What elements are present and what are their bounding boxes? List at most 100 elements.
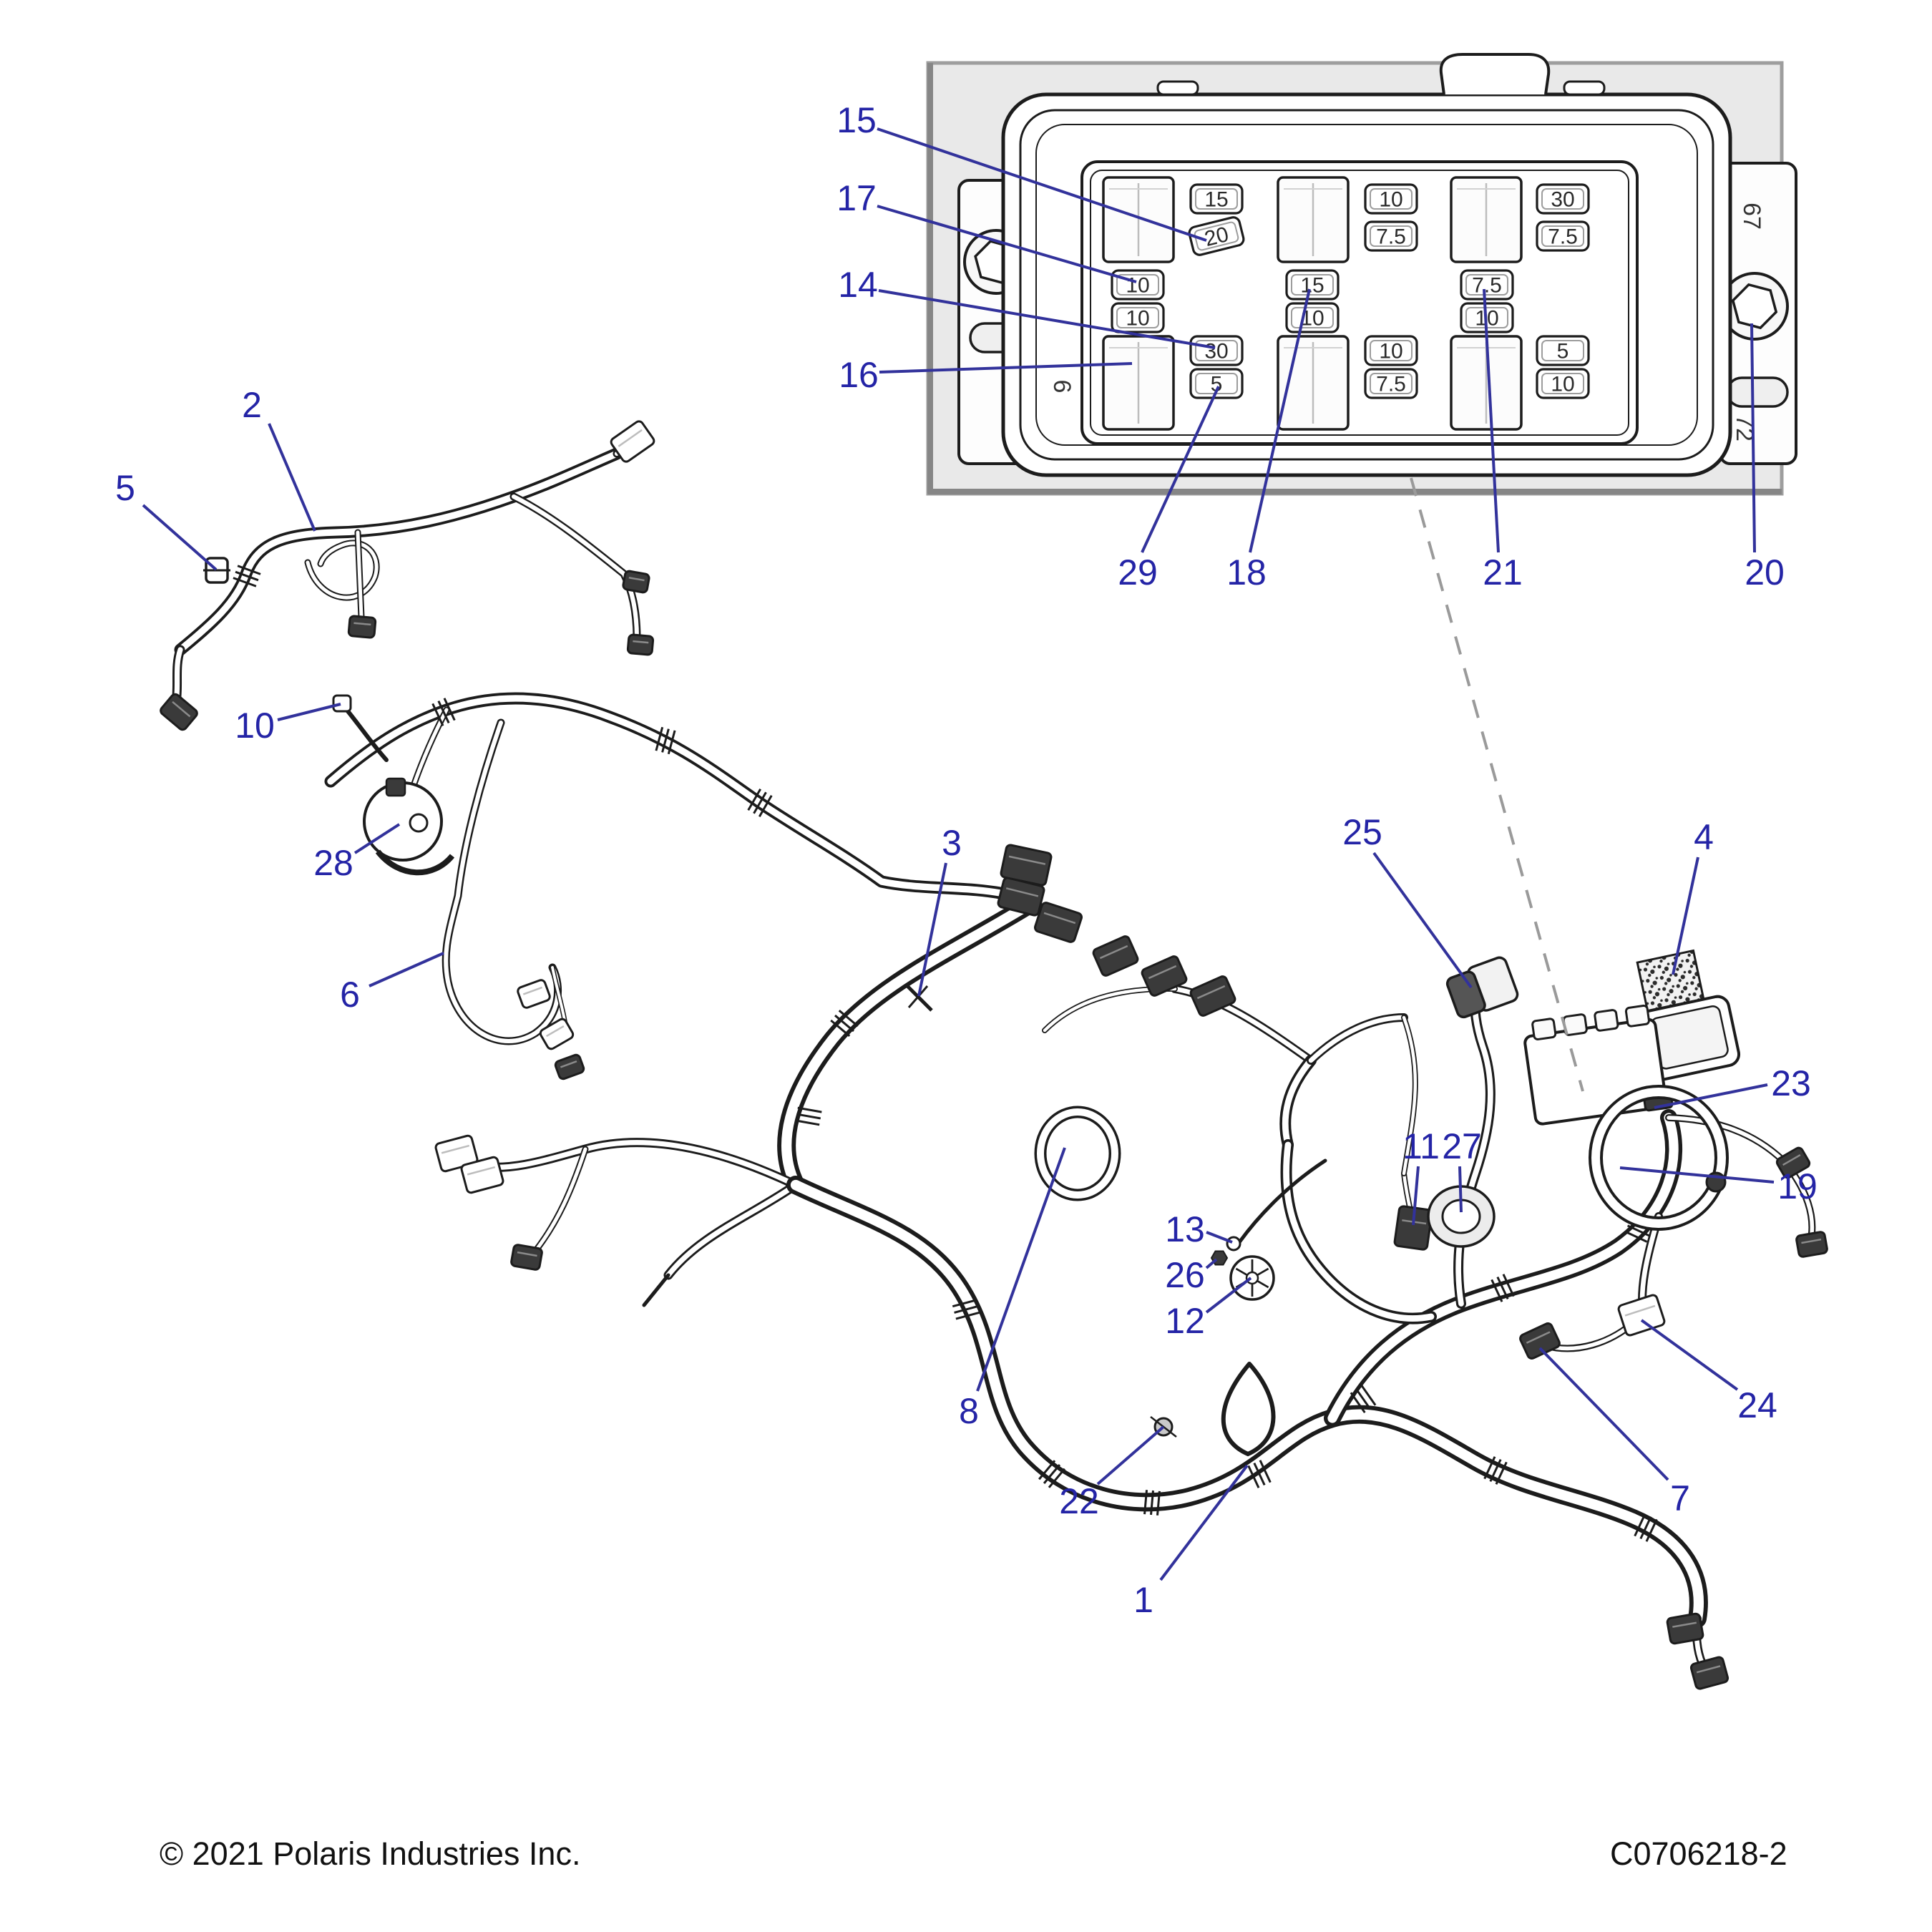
band-tick: [954, 1305, 978, 1314]
footer-layer: © 2021 Polaris Industries Inc. C0706218-…: [160, 1835, 1787, 1872]
connector: [626, 633, 655, 656]
callout-17: 17: [836, 178, 1137, 283]
callout-leader-line: [1538, 1347, 1669, 1481]
callout-22: 22: [1059, 1425, 1165, 1521]
sensor-28-hole: [409, 813, 429, 833]
callout-leader-line: [1750, 323, 1756, 553]
connector-seam: [546, 1025, 565, 1038]
callout-21: 21: [1483, 288, 1523, 592]
callout-16: 16: [839, 355, 1133, 395]
fuse-value: 5: [1557, 340, 1569, 364]
fuse-body: [1111, 302, 1165, 333]
fuse-value: 7.5: [1472, 274, 1502, 298]
connector-body: [347, 615, 377, 639]
clamp-band: [1350, 1385, 1377, 1413]
callout-23: 23: [1654, 1063, 1811, 1109]
callout-number: 17: [836, 178, 877, 218]
callout-4: 4: [1672, 817, 1714, 975]
fuse-value: 20: [1202, 223, 1231, 251]
connector-seam: [1672, 1621, 1697, 1628]
band-tick: [1626, 1224, 1651, 1237]
ecu-rib: [1624, 1004, 1650, 1028]
callout-number: 10: [235, 706, 275, 746]
callout-7: 7: [1538, 1347, 1690, 1518]
connector-seam: [1005, 887, 1039, 897]
band-tick: [1639, 1516, 1652, 1540]
connector-body: [1000, 844, 1053, 887]
callout-number: 24: [1737, 1385, 1777, 1425]
band-tick: [1491, 1279, 1503, 1302]
band-tick: [1360, 1385, 1377, 1406]
callout-leader-line: [369, 952, 444, 987]
connector: [1000, 844, 1053, 887]
band-tick: [1634, 1513, 1646, 1537]
mini-fuse: 15: [1189, 183, 1244, 215]
band-tick: [753, 791, 767, 814]
callout-leader-line: [1458, 1166, 1463, 1213]
fuse-body: [1536, 220, 1590, 252]
fuse-value: 10: [1126, 274, 1149, 298]
callout-leader-line: [277, 703, 341, 721]
connector-body: [1666, 1612, 1704, 1645]
callout-leader-line: [1159, 1464, 1249, 1581]
connector: [510, 1244, 543, 1271]
relay-block: [1102, 176, 1175, 263]
fuse-body: [1189, 368, 1244, 399]
band-tick: [1495, 1461, 1508, 1485]
band-tick: [1156, 1491, 1161, 1516]
throttle-ring-core: [1591, 1088, 1726, 1228]
callout-13: 13: [1165, 1209, 1233, 1249]
callout-leader-line: [877, 127, 1207, 242]
connector: [622, 570, 650, 594]
band-tick: [1048, 1468, 1065, 1488]
clamp-band: [747, 789, 773, 817]
fuse-window: [1370, 340, 1413, 361]
callout-number: 11: [1402, 1126, 1440, 1166]
callout-leader-line: [1205, 1258, 1218, 1269]
callout-leader-line: [1205, 1277, 1252, 1314]
connector-body: [1775, 1146, 1811, 1179]
harness-tube-core: [781, 902, 1030, 1191]
connector-seam: [1801, 1238, 1822, 1244]
mini-fuse: 10: [1285, 302, 1340, 333]
callout-number: 12: [1165, 1301, 1205, 1341]
callout-number: 16: [839, 355, 879, 395]
zip-tie-10: [332, 694, 352, 713]
harness-tube-core: [1308, 1015, 1407, 1063]
part-number-text: C0706218-2: [1610, 1835, 1787, 1872]
callout-number: 7: [1670, 1478, 1690, 1518]
connector-seam: [1099, 945, 1128, 960]
connector-body: [1092, 935, 1139, 977]
band-tick: [834, 1014, 854, 1033]
fuse-value: 10: [1551, 373, 1574, 396]
clamp-band: [431, 698, 456, 726]
harness-artwork: [160, 420, 1828, 1690]
connector: [1689, 1656, 1729, 1690]
mini-fuse: 10: [1111, 302, 1165, 333]
connector-seam: [618, 429, 643, 447]
band-tick: [955, 1311, 980, 1320]
fuse-window: [1194, 221, 1239, 251]
callout-leader-line: [877, 205, 1137, 283]
callout-18: 18: [1226, 288, 1311, 592]
fuse-window: [1195, 340, 1238, 361]
mini-fuse: 7.5: [1536, 220, 1590, 252]
callout-leader-line: [976, 1147, 1066, 1392]
callout-number: 26: [1165, 1255, 1205, 1295]
callout-number: 2: [242, 385, 262, 425]
callout-leader-line: [879, 362, 1133, 374]
relay-block: [1102, 335, 1175, 431]
connector-seam: [1008, 855, 1046, 865]
mini-fuse: 30: [1189, 335, 1244, 366]
connector-body: [1519, 1322, 1561, 1360]
cable-tie-3-tail: [907, 985, 929, 1008]
clamp-band: [795, 1106, 822, 1126]
fuse-window: [1291, 307, 1334, 328]
harness-tube-core: [306, 541, 379, 600]
harness-tube-outline: [1307, 1013, 1408, 1065]
fuse-panel-inner: [1090, 170, 1629, 436]
connector-body: [1795, 1231, 1828, 1258]
connector-seam: [1196, 985, 1226, 1000]
clamp-band: [233, 565, 261, 587]
band-tick: [235, 570, 259, 582]
